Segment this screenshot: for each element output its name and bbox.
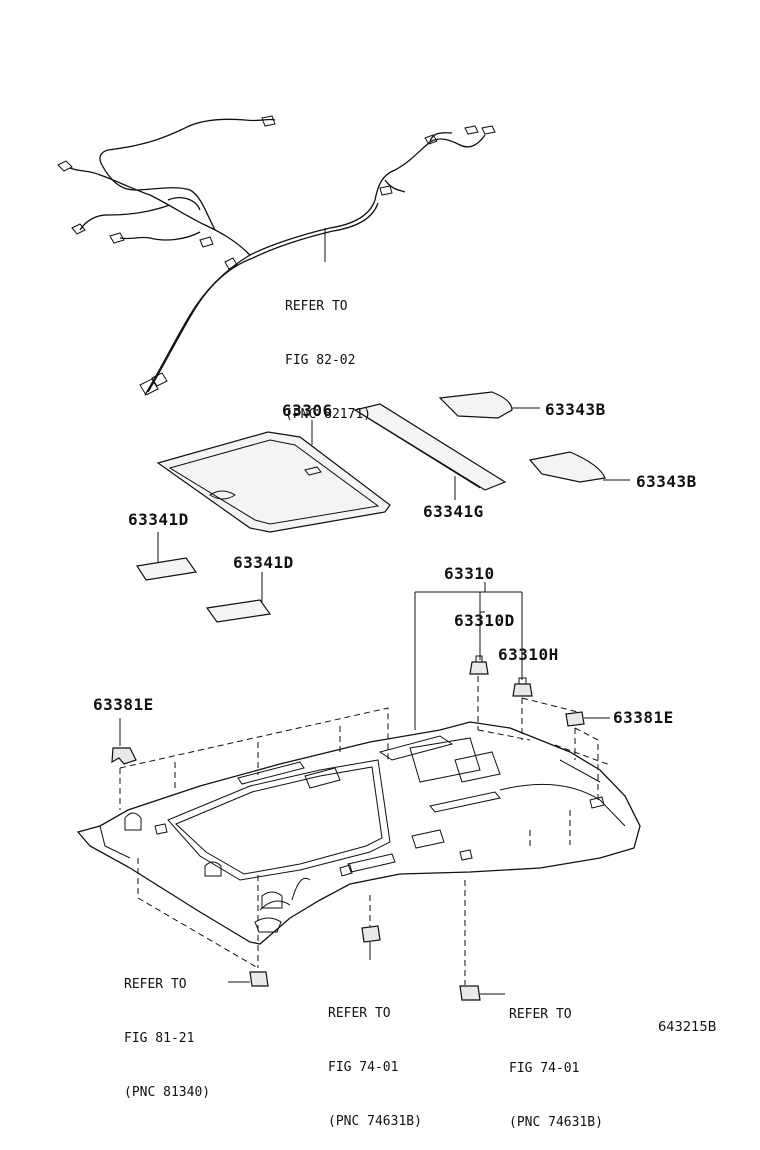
label-63343b-lower[interactable]: 63343B [636,472,697,491]
ref-line: REFER TO [509,1007,572,1022]
ref-line: FIG 74-01 [509,1061,580,1076]
ref-line: (PNC 81340) [124,1085,211,1100]
ref-line: (PNC 74631B) [509,1115,603,1130]
dashed-mounting-lines [119,676,611,985]
label-63310d[interactable]: 63310D [454,611,515,630]
clip-63381e-right [565,711,585,727]
part-63310-headlining [76,721,641,945]
clip-74631b-left [361,925,381,943]
ref-line: REFER TO [124,977,187,992]
clip-lamp-bottom [249,971,269,987]
label-63381e-right[interactable]: 63381E [613,708,674,727]
label-63381e-left[interactable]: 63381E [93,695,154,714]
ref-line: FIG 74-01 [328,1060,399,1075]
label-63306[interactable]: 63306 [282,401,333,420]
part-63343b-pad-upper [438,391,513,419]
headlining-parts-diagram [57,115,641,1001]
ref-line: FIG 82-02 [285,353,356,368]
label-63341d-center[interactable]: 63341D [233,553,294,572]
clip-63381e-left [111,747,137,765]
ref-line: REFER TO [328,1006,391,1021]
part-63306-sunroof-panel [156,431,391,533]
roof-wire-harness [57,115,496,396]
label-63310[interactable]: 63310 [444,564,495,583]
part-63341d-pad-center [205,599,272,623]
ref-line: (PNC 82171) [285,407,372,422]
clip-63310d [469,655,489,675]
part-63343b-pad-lower [528,451,606,483]
label-63343b-upper[interactable]: 63343B [545,400,606,419]
part-63341d-pad-left [136,557,198,581]
label-63341d-left[interactable]: 63341D [128,510,189,529]
ref-line: REFER TO [285,299,348,314]
clip-63310h [512,677,533,697]
label-63341g[interactable]: 63341G [423,502,484,521]
refer-to-fig-74-01-right[interactable]: REFER TO FIG 74-01 (PNC 74631B) [509,970,603,1150]
refer-to-fig-81-21[interactable]: REFER TO FIG 81-21 (PNC 81340) [124,940,210,1120]
label-63310h[interactable]: 63310H [498,645,559,664]
refer-to-fig-82-02[interactable]: REFER TO FIG 82-02 (PNC 82171) [285,262,371,442]
clip-74631b-right [459,985,481,1001]
diagram-code: 643215B [658,1020,717,1035]
ref-line: FIG 81-21 [124,1031,195,1046]
refer-to-fig-74-01-left[interactable]: REFER TO FIG 74-01 (PNC 74631B) [328,969,422,1149]
part-63341g-strip [353,403,507,491]
ref-line: (PNC 74631B) [328,1114,422,1129]
